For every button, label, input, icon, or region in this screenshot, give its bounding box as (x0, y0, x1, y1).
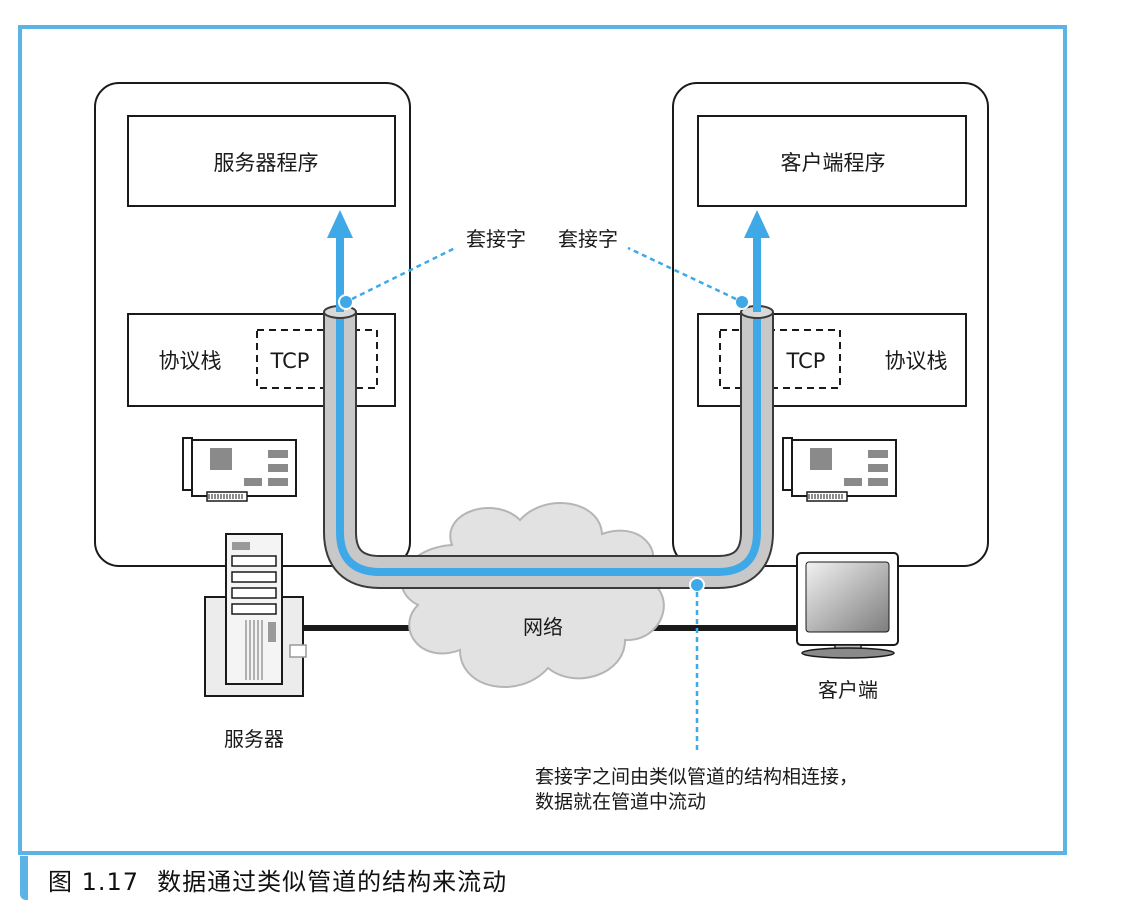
caption-accent-bar (20, 856, 28, 900)
server-program-box (127, 115, 396, 207)
network-label: 网络 (523, 615, 563, 639)
pipe-note-line1: 套接字之间由类似管道的结构相连接， (535, 766, 858, 788)
server-network-card-icon (182, 437, 297, 502)
client-program-label: 客户端程序 (781, 151, 886, 175)
client-socket-dot (734, 294, 750, 310)
server-label: 服务器 (224, 727, 284, 751)
client-program-box (697, 115, 967, 207)
server-tower-icon (204, 533, 307, 697)
server-tcp-label: TCP (270, 349, 310, 373)
server-socket-label: 套接字 (466, 227, 526, 251)
client-label: 客户端 (818, 678, 878, 702)
server-socket-dot (338, 294, 354, 310)
server-up-arrow-head (327, 210, 353, 238)
pipe-note-line2: 数据就在管道中流动 (535, 791, 706, 813)
server-tcp-box (256, 329, 378, 389)
client-protocol-stack-label: 协议栈 (885, 349, 948, 373)
figure-title: 数据通过类似管道的结构来流动 (157, 868, 508, 896)
client-tcp-label: TCP (786, 349, 826, 373)
client-network-card-icon (782, 437, 897, 502)
client-socket-label: 套接字 (558, 227, 618, 251)
client-tcp-box (719, 329, 841, 389)
data-flow-line (336, 312, 761, 576)
client-monitor-icon (796, 552, 899, 659)
client-socket-leader (627, 246, 737, 301)
server-protocol-stack-label: 协议栈 (159, 349, 222, 373)
figure-number: 图 1.17 (48, 868, 140, 896)
pipe-note-dot (689, 577, 705, 593)
client-up-arrow-head (744, 210, 770, 238)
figure-caption: 图 1.17 数据通过类似管道的结构来流动 (48, 862, 507, 897)
server-socket-leader (351, 246, 456, 301)
network-cloud-icon (400, 502, 665, 688)
server-program-label: 服务器程序 (214, 151, 319, 175)
